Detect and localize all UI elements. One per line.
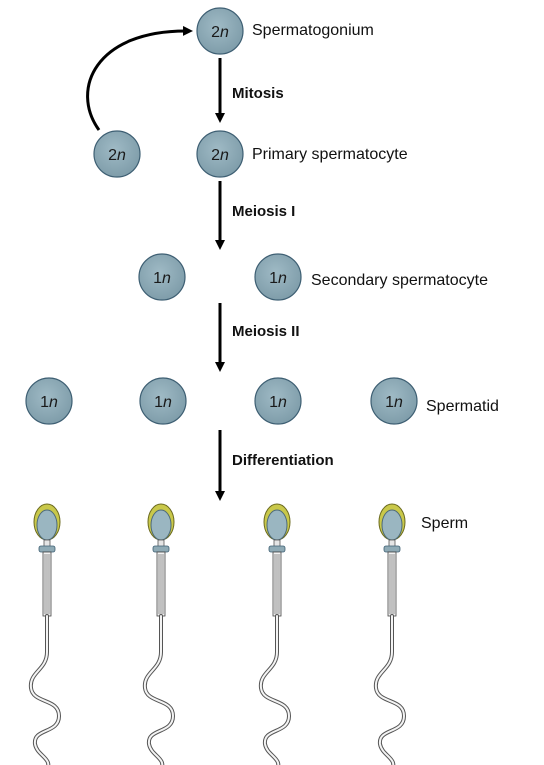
svg-text:1n: 1n [269, 394, 287, 411]
ploidy-variable: n [49, 394, 58, 411]
spermatid-cell: 1n [139, 377, 187, 425]
sperm-cell-icon [373, 502, 407, 765]
svg-text:1n: 1n [269, 270, 287, 287]
cell-circle-icon [370, 377, 418, 425]
primary-spermatocyte-label: Primary spermatocyte [252, 146, 408, 163]
spermatid-label: Spermatid [426, 398, 499, 415]
svg-text:2n: 2n [211, 24, 229, 41]
sperm-cell-icon [142, 502, 176, 765]
ploidy-variable: n [278, 394, 287, 411]
svg-text:2n: 2n [211, 147, 229, 164]
meiosis-one-label: Meiosis I [232, 203, 295, 220]
sperm-cell-icon [258, 502, 292, 765]
differentiation-label: Differentiation [232, 452, 334, 469]
cell-circle-icon [139, 377, 187, 425]
svg-text:1n: 1n [153, 270, 171, 287]
ploidy-number: 1 [153, 270, 162, 287]
ploidy-variable: n [163, 394, 172, 411]
ploidy-number: 2 [211, 24, 220, 41]
sperm-label: Sperm [421, 515, 468, 532]
ploidy-variable: n [220, 24, 229, 41]
svg-text:1n: 1n [385, 394, 403, 411]
ploidy-variable: n [278, 270, 287, 287]
secondary-spermatocyte-cell: 1n [138, 253, 186, 301]
ploidy-number: 1 [154, 394, 163, 411]
ploidy-number: 1 [269, 394, 278, 411]
ploidy-variable: n [162, 270, 171, 287]
meiosis-two-label: Meiosis II [232, 323, 300, 340]
secondary-spermatocyte-label: Secondary spermatocyte [311, 272, 488, 289]
ploidy-variable: n [394, 394, 403, 411]
ploidy-variable: n [117, 147, 126, 164]
primary-spermatocyte-cell: 2n [196, 130, 244, 178]
cell-circle-icon [196, 130, 244, 178]
svg-text:1n: 1n [40, 394, 58, 411]
secondary-spermatocyte-cell: 1n [254, 253, 302, 301]
cell-circle-icon [196, 7, 244, 55]
svg-text:1n: 1n [154, 394, 172, 411]
spermatid-cell: 1n [254, 377, 302, 425]
self-renewal-arrow [86, 25, 193, 131]
cell-circle-icon [254, 253, 302, 301]
spermatid-cell: 1n [370, 377, 418, 425]
ploidy-number: 2 [211, 147, 220, 164]
ploidy-number: 1 [269, 270, 278, 287]
cell-circle-icon [25, 377, 73, 425]
sperm-cell-icon [28, 502, 62, 765]
stem-cell: 2n [93, 130, 141, 178]
svg-text:2n: 2n [108, 147, 126, 164]
ploidy-number: 1 [40, 394, 49, 411]
spermatogonium-cell: 2n [196, 7, 244, 55]
cell-circle-icon [93, 130, 141, 178]
ploidy-number: 2 [108, 147, 117, 164]
cell-circle-icon [138, 253, 186, 301]
mitosis-label: Mitosis [232, 85, 284, 102]
cell-circle-icon [254, 377, 302, 425]
ploidy-variable: n [220, 147, 229, 164]
ploidy-number: 1 [385, 394, 394, 411]
spermatid-cell: 1n [25, 377, 73, 425]
spermatogonium-label: Spermatogonium [252, 22, 374, 39]
